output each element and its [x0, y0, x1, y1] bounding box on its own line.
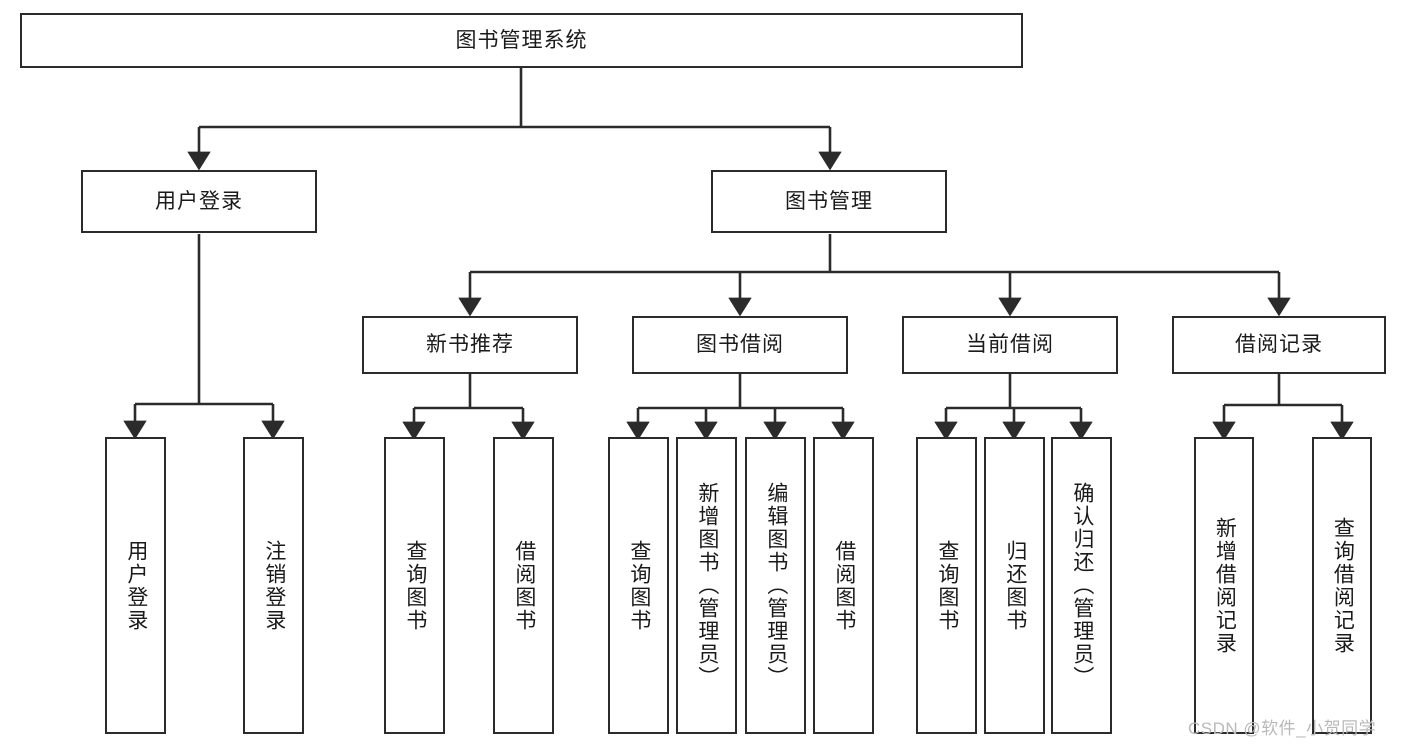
- node-label: 归还图书: [1003, 539, 1027, 632]
- leaf-borrow-record-query[interactable]: 查询借阅记录: [1312, 437, 1372, 734]
- leaf-new-book-borrow[interactable]: 借阅图书: [493, 437, 554, 734]
- leaf-current-borrow-confirm-return[interactable]: 确认归还（管理员）: [1051, 437, 1112, 734]
- node-label: 新增借阅记录: [1213, 516, 1237, 655]
- node-label: 查询借阅记录: [1331, 516, 1355, 655]
- node-label: 查询图书: [935, 539, 959, 632]
- node-label: 编辑图书（管理员）: [764, 482, 788, 689]
- node-book-borrow[interactable]: 图书借阅: [632, 316, 848, 374]
- node-label: 借阅记录: [1235, 333, 1323, 357]
- node-user-login[interactable]: 用户登录: [81, 170, 317, 233]
- node-label: 当前借阅: [966, 333, 1054, 357]
- leaf-current-borrow-return[interactable]: 归还图书: [984, 437, 1045, 734]
- node-label: 用户登录: [155, 189, 243, 213]
- node-label: 图书管理系统: [455, 28, 588, 52]
- node-label: 新书推荐: [426, 333, 514, 357]
- node-label: 借阅图书: [512, 539, 536, 632]
- node-label: 注销登录: [262, 539, 286, 632]
- node-borrow-record[interactable]: 借阅记录: [1172, 316, 1386, 374]
- leaf-user-login-logout[interactable]: 注销登录: [243, 437, 304, 734]
- leaf-book-borrow-borrow[interactable]: 借阅图书: [813, 437, 874, 734]
- node-root-system[interactable]: 图书管理系统: [20, 13, 1023, 68]
- node-label: 新增图书（管理员）: [695, 482, 719, 689]
- leaf-borrow-record-add[interactable]: 新增借阅记录: [1194, 437, 1254, 734]
- leaf-current-borrow-query[interactable]: 查询图书: [916, 437, 977, 734]
- leaf-new-book-query[interactable]: 查询图书: [384, 437, 445, 734]
- node-label: 用户登录: [124, 539, 148, 632]
- node-current-borrow[interactable]: 当前借阅: [902, 316, 1118, 374]
- leaf-book-borrow-add[interactable]: 新增图书（管理员）: [676, 437, 737, 734]
- leaf-book-borrow-query[interactable]: 查询图书: [608, 437, 669, 734]
- node-label: 图书管理: [785, 189, 873, 213]
- leaf-user-login-login[interactable]: 用户登录: [105, 437, 166, 734]
- node-label: 图书借阅: [696, 333, 784, 357]
- node-book-management[interactable]: 图书管理: [711, 170, 947, 233]
- node-label: 查询图书: [403, 539, 427, 632]
- node-label: 确认归还（管理员）: [1070, 482, 1094, 689]
- node-new-book-recommend[interactable]: 新书推荐: [362, 316, 578, 374]
- leaf-book-borrow-edit[interactable]: 编辑图书（管理员）: [745, 437, 806, 734]
- node-label: 查询图书: [627, 539, 651, 632]
- node-label: 借阅图书: [832, 539, 856, 632]
